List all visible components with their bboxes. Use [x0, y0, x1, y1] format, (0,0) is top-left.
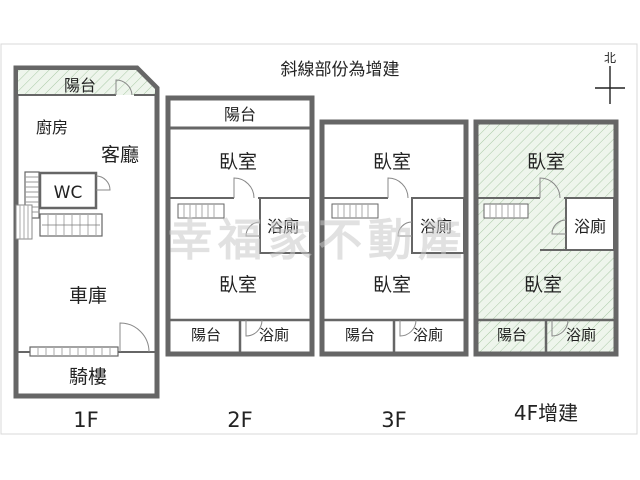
f1-arcade-label: 騎樓: [69, 366, 107, 388]
f4-bath-mid-label: 浴廁: [574, 217, 606, 236]
f4-bedroom-2-label: 臥室: [524, 274, 562, 296]
floor-3f-plan: 臥室 浴廁 臥室 陽台 浴廁: [319, 119, 469, 357]
f2-bath-mid-label: 浴廁: [267, 217, 299, 236]
floor-label-3f: 3F: [381, 408, 406, 432]
f1-garage-label: 車庫: [69, 285, 107, 307]
floor-label-1f: 1F: [73, 408, 98, 432]
f3-bath-bottom-label: 浴廁: [413, 326, 443, 344]
f4-bath-bottom-label: 浴廁: [566, 326, 596, 344]
north-compass-icon: 北: [595, 51, 625, 104]
f3-balcony-bottom-label: 陽台: [345, 326, 375, 344]
f2-balcony-top-label: 陽台: [224, 105, 256, 124]
f1-wc-label: WC: [54, 183, 83, 203]
f1-living-room-label: 客廳: [101, 144, 139, 166]
f2-bedroom-1-label: 臥室: [219, 151, 257, 173]
f2-bath-bottom-label: 浴廁: [259, 326, 289, 344]
floor-label-4f: 4F增建: [514, 401, 578, 425]
floor-2f-plan: 陽台 臥室 浴廁 臥室 陽台 浴廁: [165, 95, 315, 357]
addition-note: 斜線部份為增建: [281, 60, 400, 80]
f1-balcony-area: [18, 70, 155, 95]
floor-1f-plan: 陽台 廚房 客廳 WC 車庫 騎樓: [13, 65, 160, 399]
f3-bedroom-1-label: 臥室: [373, 151, 411, 173]
f1-balcony-label: 陽台: [64, 76, 96, 95]
f1-kitchen-label: 廚房: [36, 118, 68, 137]
f2-bedroom-2-label: 臥室: [219, 274, 257, 296]
f1-wc-room: [38, 171, 98, 210]
floor-label-2f: 2F: [227, 408, 252, 432]
f4-balcony-bottom-label: 陽台: [497, 326, 527, 344]
watermark-text: 幸福家不動產: [168, 215, 468, 266]
outer-frame: [0, 43, 638, 435]
f3-bath-mid-label: 浴廁: [420, 217, 452, 236]
floor-4f-plan: 臥室 浴廁 臥室 陽台 浴廁: [473, 119, 619, 357]
f4-bedroom-1-label: 臥室: [527, 151, 565, 173]
f2-balcony-bottom-label: 陽台: [191, 326, 221, 344]
north-label: 北: [604, 51, 616, 65]
f3-bedroom-2-label: 臥室: [373, 274, 411, 296]
